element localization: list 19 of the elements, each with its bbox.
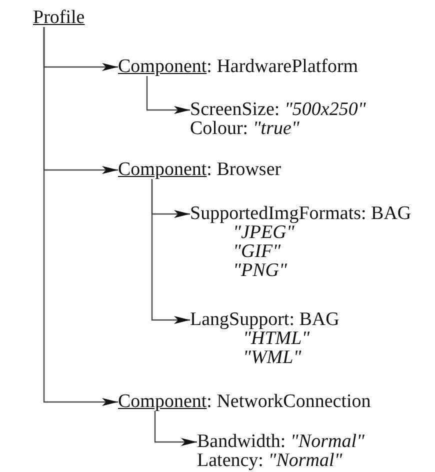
attribute-text: Bandwidth: "Normal": [197, 432, 364, 451]
bag-value: "JPEG": [233, 223, 294, 242]
attribute-text: LangSupport: BAG: [190, 310, 340, 329]
component-label: Component: HardwarePlatform: [118, 56, 358, 77]
root-label: Profile: [33, 8, 85, 27]
arrow: [146, 76, 190, 114]
attribute-text: Colour: "true": [190, 119, 300, 138]
attribute-text: SupportedImgFormats: BAG: [190, 204, 412, 223]
arrow: [43, 27, 118, 406]
bag-value: "WML": [243, 348, 302, 367]
component-label: Component: NetworkConnection: [118, 391, 371, 412]
arrow: [154, 411, 197, 446]
arrow: [151, 179, 190, 324]
bag-value: "HTML": [243, 329, 310, 348]
component-label: Component: Browser: [118, 159, 282, 180]
attribute-text: ScreenSize: "500x250": [190, 100, 366, 119]
bag-value: "PNG": [233, 261, 287, 280]
bag-value: "GIF": [233, 242, 281, 261]
attribute-text: Latency: "Normal": [197, 451, 344, 470]
